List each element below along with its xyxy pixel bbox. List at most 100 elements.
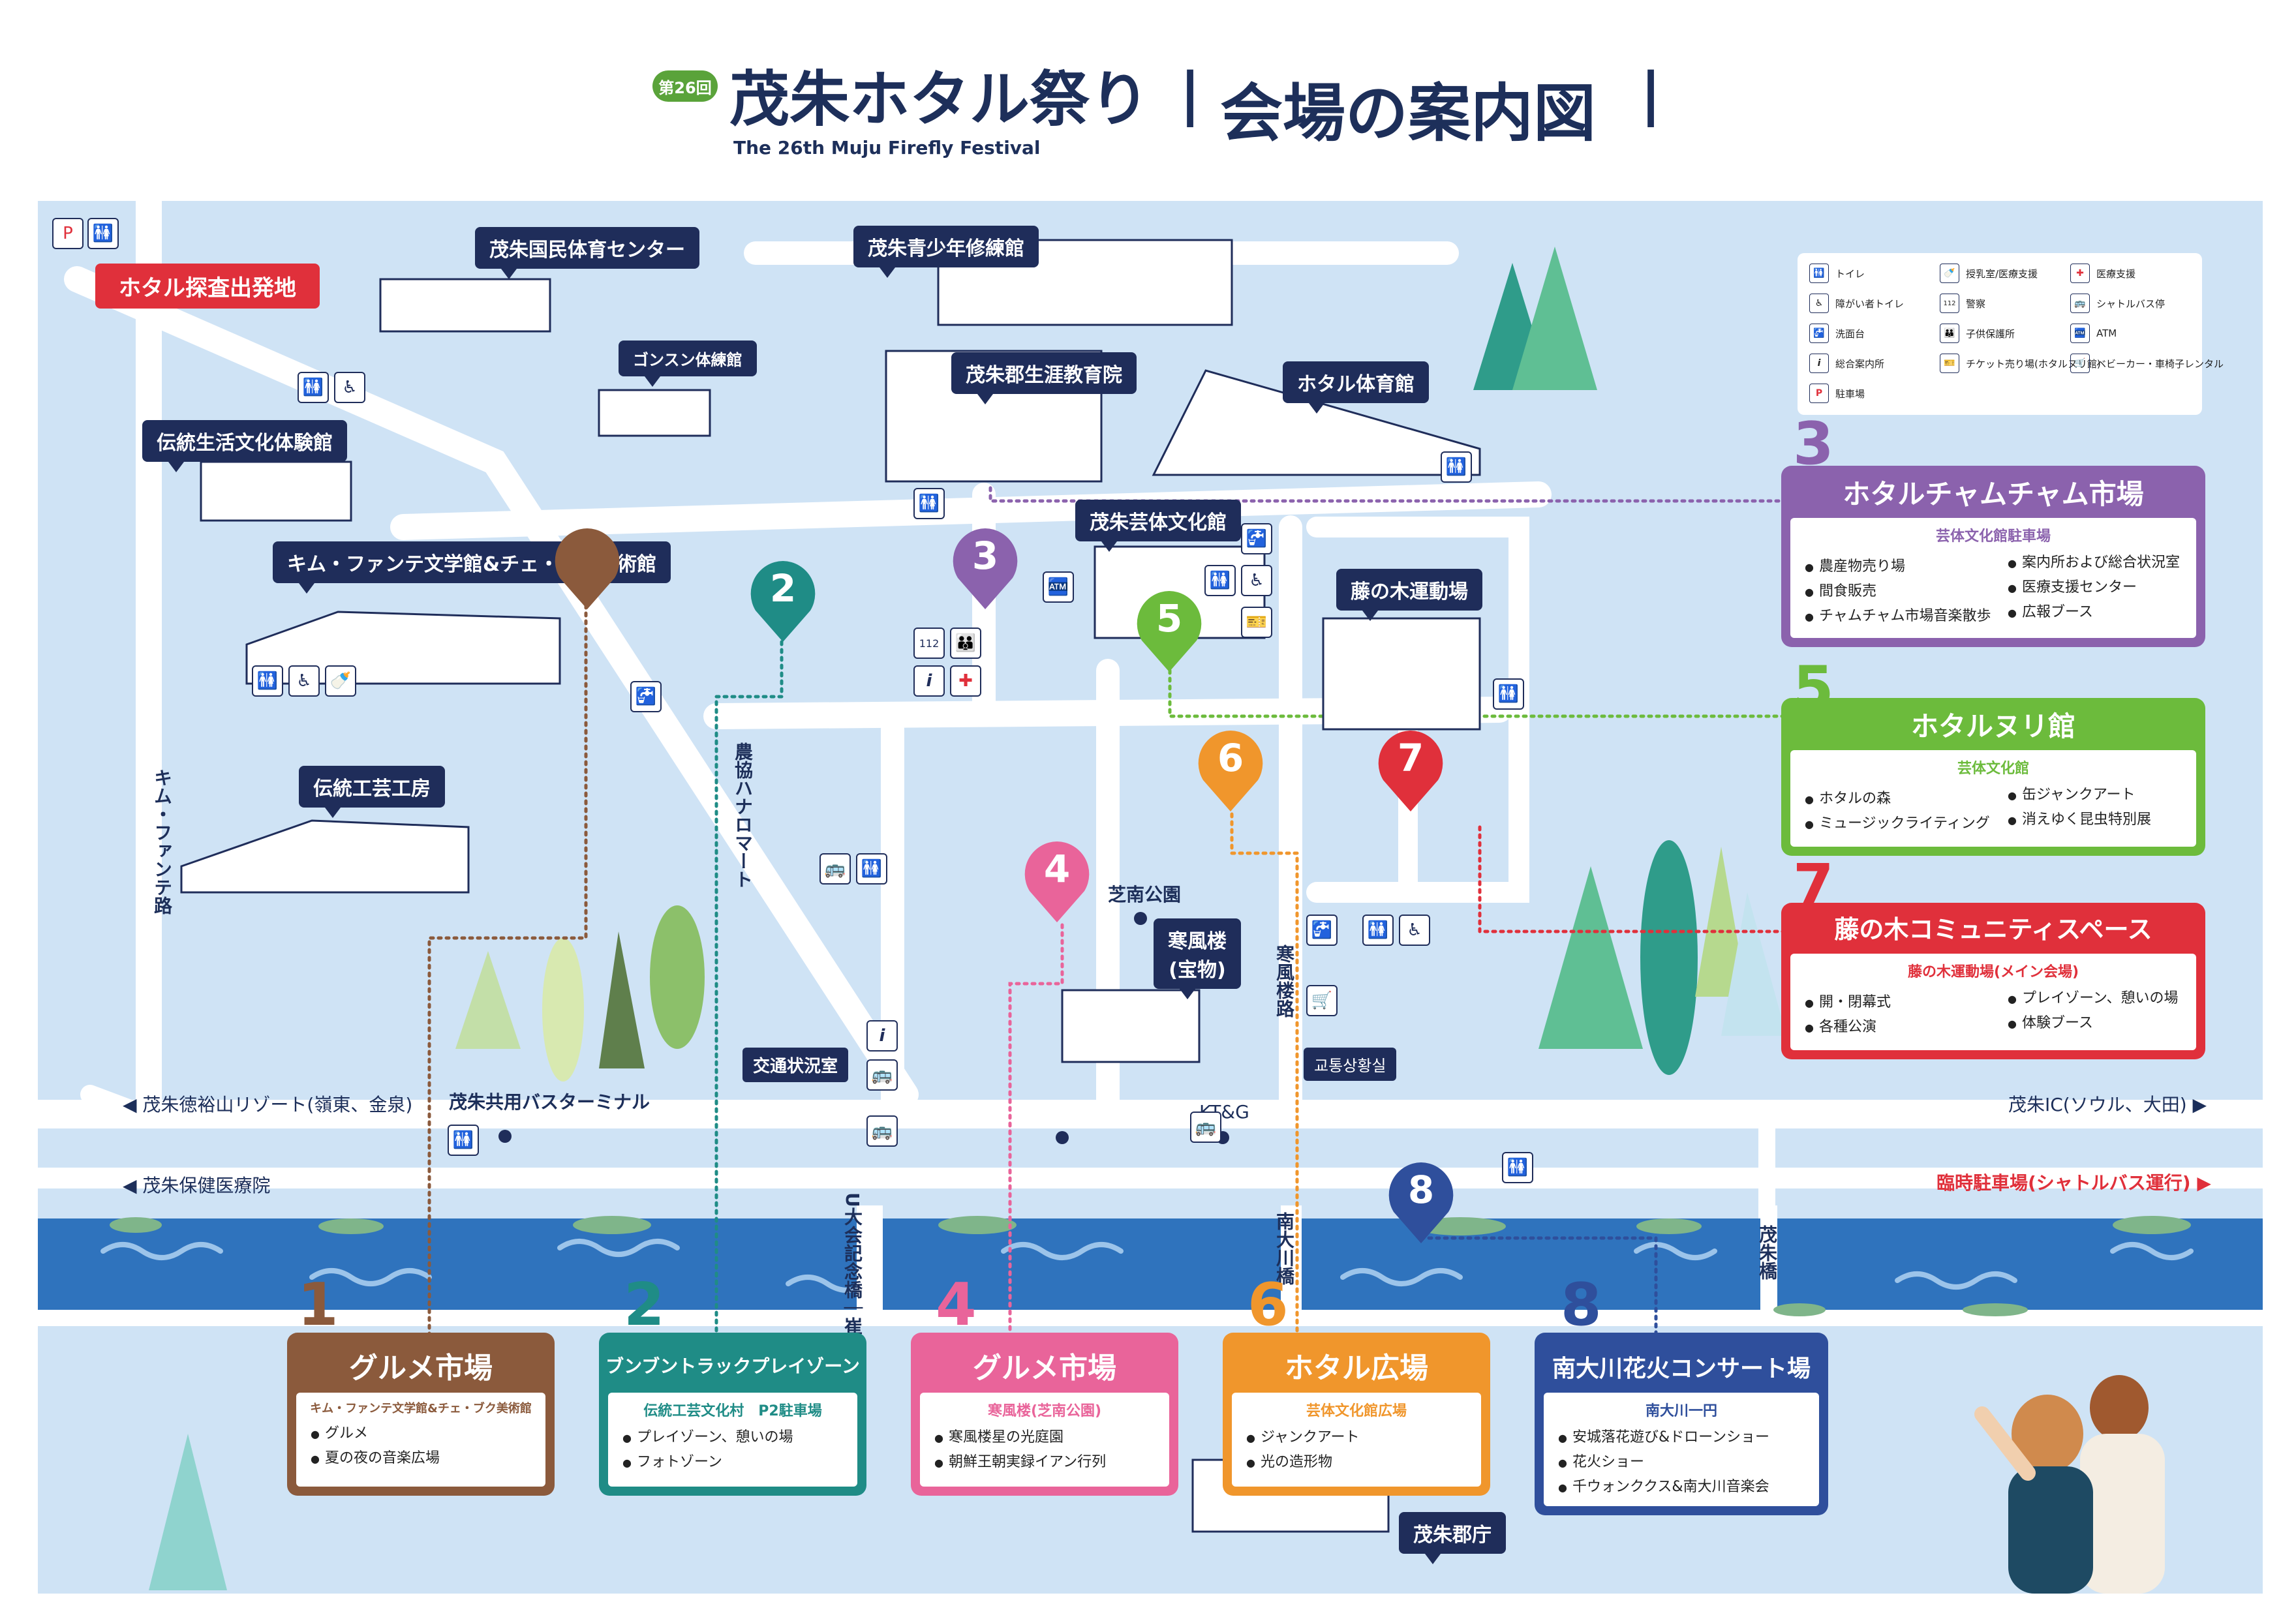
bus-terminal-label: 茂朱共用バスターミナル <box>449 1091 651 1113</box>
card-7-item: 体験ブース <box>2008 1011 2196 1032</box>
legend-item: 🍼授乳室/医療支援 <box>1940 264 2038 283</box>
child-care-icon: 👪 <box>1940 324 1959 343</box>
card-8-number: 8 <box>1561 1271 1602 1339</box>
card-3-body: 芸体文化館駐車場 農産物売り場 間食販売 チャムチャム市場音楽散歩 案内所および… <box>1790 518 2196 638</box>
card-6-item: 光の造形物 <box>1246 1450 1481 1471</box>
card-2-item: フォトゾーン <box>622 1450 857 1471</box>
toilet-icon: 🚻 <box>1204 565 1236 596</box>
medical-icon: ✚ <box>950 665 981 697</box>
map-pin-8[interactable]: 8 <box>1387 1161 1455 1246</box>
info-icon: i <box>1809 354 1829 373</box>
kim-road-label: キム・ファンテ路 <box>151 768 173 915</box>
festival-map: P 🚻 ホタル探査出発地 茂朱国民体育センター 茂朱青少年修練館 ゴンスン体練館… <box>38 201 2263 1594</box>
county-office-label: 茂朱郡庁 <box>1399 1512 1506 1564</box>
card-2[interactable]: ブンブントラックプレイゾーン 伝統工芸文化村 P2駐車場 プレイゾーン、憩いの場… <box>599 1333 866 1496</box>
card-4-list: 寒風楼星の光庭園 朝鮮王朝実録イアン行列 <box>920 1425 1169 1471</box>
map-pin-7[interactable]: 7 <box>1377 729 1445 814</box>
gonsan-gym-label: ゴンスン体練館 <box>619 340 757 387</box>
landmark-dot <box>1056 1131 1069 1144</box>
card-3-item: 農産物売り場 <box>1805 554 1993 575</box>
card-7-item: 開・閉幕式 <box>1805 990 1993 1011</box>
toilet-icon: 🚻 <box>1441 451 1472 483</box>
card-6[interactable]: ホタル広場 芸体文化館広場 ジャンクアート 光の造形物 <box>1223 1333 1490 1496</box>
card-4-body: 寒風楼(芝南公園) 寒風楼星の光庭園 朝鮮王朝実録イアン行列 <box>920 1393 1169 1487</box>
nursing-icon: 🍼 <box>1940 264 1959 283</box>
shuttle-icon: 🚌 <box>819 853 851 885</box>
legend-item: 🛒ベビーカー・車椅子レンタル <box>2070 354 2224 373</box>
map-pin-5[interactable]: 5 <box>1135 590 1203 674</box>
terminal-dot <box>498 1130 512 1143</box>
atm-icon: 🏧 <box>1043 571 1074 603</box>
card-1-title: グルメ市場 <box>349 1352 493 1385</box>
toilet-icon: 🚻 <box>1809 264 1829 283</box>
washbasin-icon: 🚰 <box>1306 915 1338 946</box>
couple-illustration <box>1974 1375 2165 1594</box>
accessible-toilet-icon: ♿ <box>288 665 320 697</box>
card-8-subtitle: 南大川一円 <box>1645 1403 1717 1419</box>
map-pin-4[interactable]: 4 <box>1023 840 1091 925</box>
hotaru-gym-label: ホタル体育館 <box>1283 361 1429 414</box>
card-6-number: 6 <box>1247 1271 1289 1339</box>
toilet-icon: 🚻 <box>856 853 887 885</box>
card-4-item: 寒風楼星の光庭園 <box>934 1425 1169 1446</box>
shuttle-icon: 🚌 <box>2070 294 2090 313</box>
hanpung-pavilion-label: 寒風楼 (宝物) <box>1154 918 1241 999</box>
map-pin-6[interactable]: 6 <box>1197 729 1264 814</box>
lifelong-education-label: 茂朱郡生涯教育院 <box>951 352 1137 404</box>
legend-item: 👪子供保護所 <box>1940 324 2015 343</box>
card-5-body: 芸体文化館 ホタルの森 ミュージックライティング 缶ジャンクアート 消えゆく昆虫… <box>1790 750 2196 847</box>
card-2-subtitle: 伝統工芸文化村 P2駐車場 <box>643 1403 822 1419</box>
accessible-toilet-icon: ♿ <box>334 372 365 403</box>
toilet-icon: 🚻 <box>913 488 945 519</box>
card-2-list: プレイゾーン、憩いの場 フォトゾーン <box>608 1425 857 1471</box>
card-6-title: ホタル広場 <box>1285 1352 1428 1385</box>
card-2-item: プレイゾーン、憩いの場 <box>622 1425 857 1446</box>
nonghyup-road-label: 農協ハナロマート <box>732 742 754 888</box>
card-4-title: グルメ市場 <box>973 1352 1116 1385</box>
info-icon: i <box>913 665 945 697</box>
card-1-subtitle: キム・ファンテ文学館&チェ・ブク美術館 <box>310 1402 532 1415</box>
map-pin-3[interactable]: 3 <box>951 527 1019 612</box>
map-pin-2[interactable]: 2 <box>749 560 817 644</box>
card-8[interactable]: 南大川花火コンサート場 南大川一円 安城落花遊び&ドローンショー 花火ショー 千… <box>1535 1333 1828 1515</box>
festival-english-name: The 26th Muju Firefly Festival <box>733 137 1041 159</box>
card-1-number: 1 <box>298 1271 339 1339</box>
temp-parking-label: 臨時駐車場(シャトルバス運行) ▶ <box>1936 1172 2211 1194</box>
card-4[interactable]: グルメ市場 寒風楼(芝南公園) 寒風楼星の光庭園 朝鮮王朝実録イアン行列 <box>911 1333 1178 1496</box>
stroller-icon: 🛒 <box>1306 985 1338 1016</box>
card-5-title: ホタルヌリ館 <box>1910 710 2075 742</box>
muju-bridge-label: 茂朱橋 <box>1756 1225 1778 1280</box>
card-5-item: ミュージックライティング <box>1805 811 1993 832</box>
to-hospital-label: ◀ 茂朱保健医療院 <box>123 1175 271 1196</box>
toilet-icon: 🚻 <box>252 665 283 697</box>
legend-item: 🚻トイレ <box>1809 264 1865 283</box>
card-5-subtitle: 芸体文化館 <box>1957 761 2029 777</box>
legend-item: ♿障がい者トイレ <box>1809 294 1904 313</box>
nursing-icon: 🍼 <box>325 665 356 697</box>
title-separator-left: | <box>1180 60 1201 127</box>
card-6-list: ジャンクアート 光の造形物 <box>1232 1425 1481 1471</box>
card-1[interactable]: グルメ市場 キム・ファンテ文学館&チェ・ブク美術館 グルメ 夏の夜の音楽広場 <box>287 1333 555 1496</box>
washbasin-icon: 🚰 <box>1241 523 1272 554</box>
toilet-icon: 🚻 <box>298 372 329 403</box>
police-icon: 112 <box>913 628 945 659</box>
card-5[interactable]: ホタルヌリ館 芸体文化館 ホタルの森 ミュージックライティング 缶ジャンクアート… <box>1781 698 2205 856</box>
wisteria-stadium-label: 藤の木運動場 <box>1336 569 1482 621</box>
festival-name: 茂朱ホタル祭り <box>729 65 1150 134</box>
card-7[interactable]: 藤の木コミュニティスペース 藤の木運動場(メイン会場) 開・閉幕式 各種公演 プ… <box>1781 903 2205 1059</box>
map-pin-1[interactable] <box>553 527 621 612</box>
card-1-item: グルメ <box>311 1421 545 1442</box>
card-3-list: 農産物売り場 間食販売 チャムチャム市場音楽散歩 案内所および総合状況室 医療支… <box>1790 551 2196 627</box>
jinam-park-dot <box>1134 912 1147 925</box>
card-3-subtitle: 芸体文化館駐車場 <box>1935 528 2051 545</box>
toilet-icon: 🚻 <box>1502 1152 1533 1183</box>
card-3[interactable]: ホタルチャムチャム市場 芸体文化館駐車場 農産物売り場 間食販売 チャムチャム市… <box>1781 466 2205 647</box>
hanpung-road-label: 寒風楼路 <box>1274 945 1295 1018</box>
card-7-title: 藤の木コミュニティスペース <box>1834 915 2152 944</box>
title-separator-right: | <box>1640 60 1662 127</box>
traffic-room-kr-label: 교통상황실 <box>1304 1048 1397 1081</box>
medical-icon: ✚ <box>2070 264 2090 283</box>
ticket-icon: 🎫 <box>1940 354 1959 373</box>
